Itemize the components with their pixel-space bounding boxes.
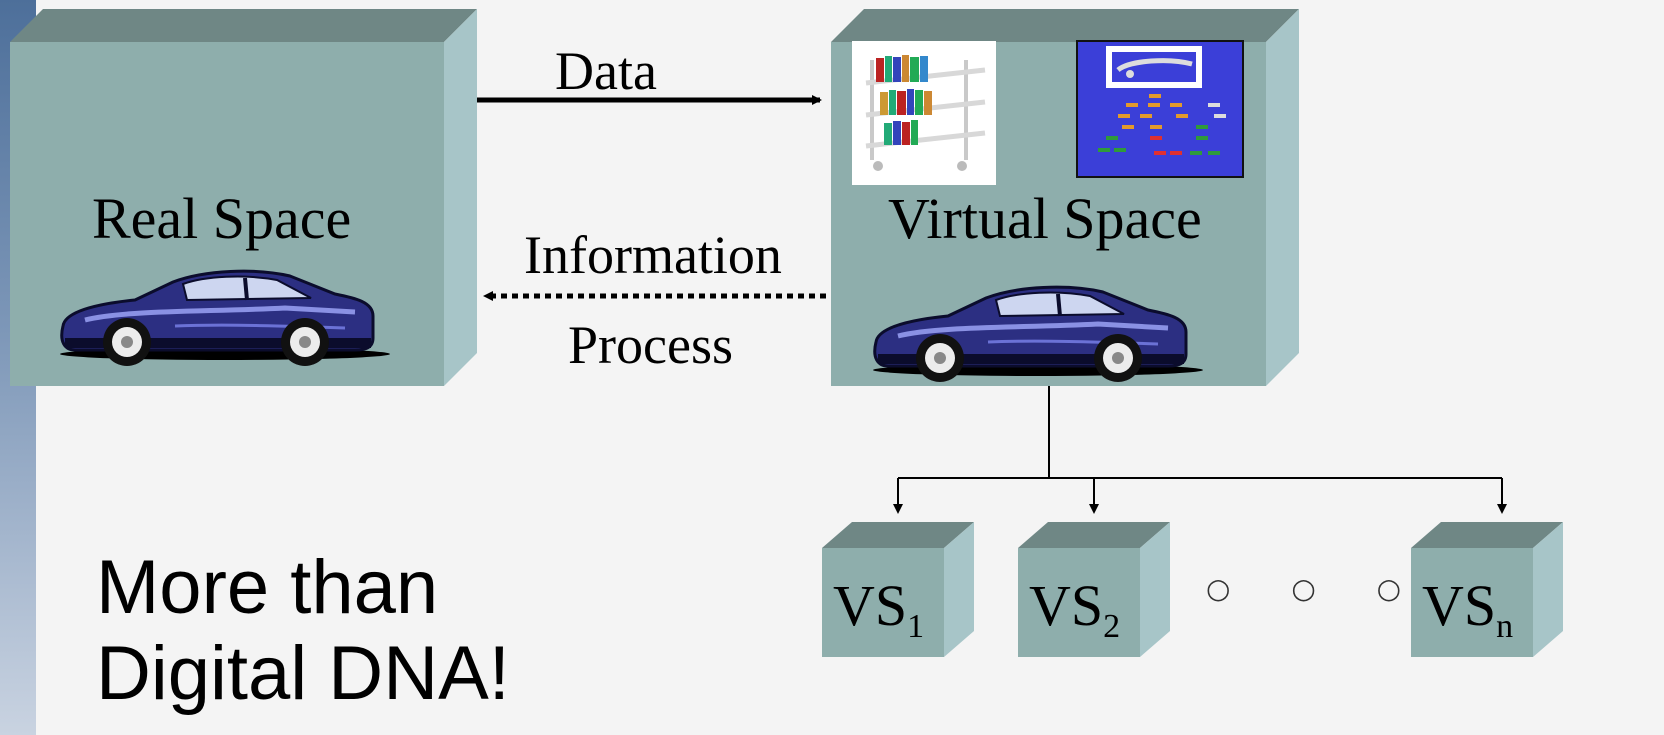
data-arrow-label: Data	[555, 41, 657, 101]
hierarchy-monitor-image	[1076, 40, 1244, 178]
tagline-line-1: More than	[96, 545, 439, 630]
tagline: More than Digital DNA!	[96, 545, 510, 717]
vs-cube-1	[822, 522, 974, 657]
vs-cube-2	[1018, 522, 1170, 657]
vsn-label: VSn	[1422, 573, 1514, 645]
information-arrow-label: Information	[524, 225, 782, 285]
bookshelf-cart-image	[852, 41, 996, 185]
virtual-space-label: Virtual Space	[888, 186, 1202, 251]
vs1-label: VS1	[833, 573, 925, 645]
vs-cube-n	[1411, 522, 1563, 657]
subspace-connector	[893, 386, 1507, 514]
vs2-label: VS2	[1029, 573, 1121, 645]
tagline-line-2: Digital DNA!	[96, 631, 510, 716]
ellipsis-dots: ○ ○ ○	[1206, 572, 1428, 605]
process-arrow-label: Process	[568, 315, 733, 375]
real-space-label: Real Space	[92, 186, 352, 251]
